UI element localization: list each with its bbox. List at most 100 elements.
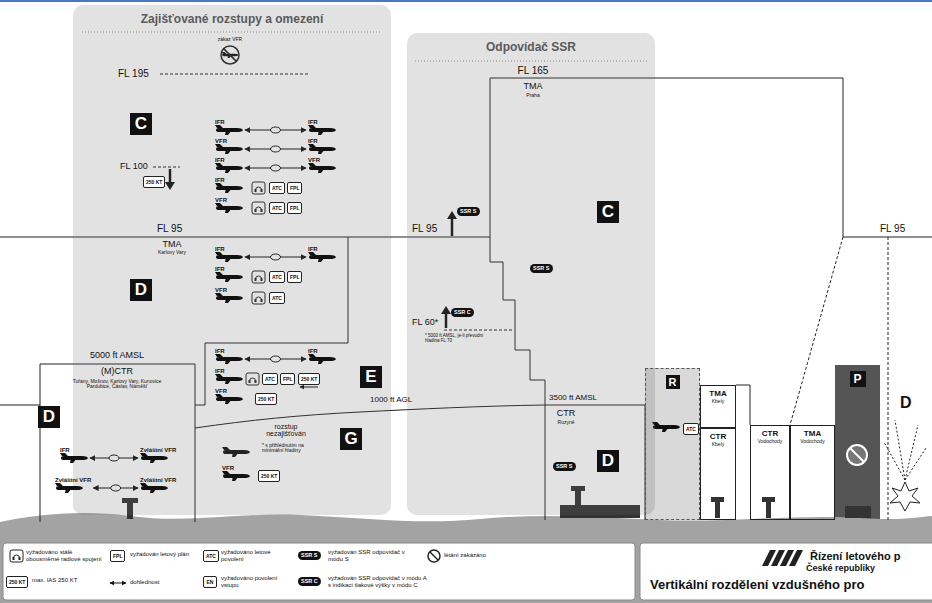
requirement-icon: 250 KT — [255, 393, 277, 405]
airspace-label: FL 100 — [120, 162, 148, 171]
diagram-title: Vertikální rozdělení vzdušného pro — [650, 578, 865, 592]
aircraft-node: IFR — [308, 348, 336, 364]
airspace-class-letter: D — [130, 279, 152, 301]
aircraft-glyph — [60, 453, 88, 463]
requirement-icon: ATC — [262, 373, 278, 385]
airspace-label: 3500 ft AMSL — [549, 394, 597, 402]
flight-rules-label: IFR — [308, 246, 318, 252]
requirements-panel: Odpovídač SSR C D — [407, 33, 655, 515]
flight-rules-label: IFR — [215, 157, 225, 163]
requirement-icon: FPL — [287, 182, 302, 194]
aircraft-glyph — [308, 163, 336, 173]
aircraft-shape — [60, 453, 88, 463]
panel-heading: Zajišťované rozstupy a omezení — [73, 5, 391, 26]
airspace-name: CTR — [701, 433, 735, 441]
flight-rules-label: IFR — [308, 138, 318, 144]
airspace-class-box: C — [597, 201, 619, 223]
airspace-label: FL 95 — [412, 224, 437, 235]
aircraft-node: IFR — [215, 157, 243, 173]
airspace-class-box: C — [130, 113, 152, 135]
flight-rules-label: IFR — [215, 348, 225, 354]
legend-text: vyžadován SSR odpovídač v módu A s indik… — [328, 575, 428, 589]
requirement-icon: FPL — [287, 271, 302, 283]
airspace-label: FL 95 — [157, 224, 182, 235]
legend-visibility-arrow — [110, 583, 126, 584]
aircraft-glyph — [215, 183, 243, 193]
aircraft-node: VFR — [215, 388, 243, 404]
title-box-frame — [640, 543, 932, 600]
flight-rules-label: Zvláštní VFR — [140, 477, 176, 483]
requirement-icon: ATC — [269, 292, 285, 304]
prohibited-column — [835, 365, 880, 525]
requirement-icon: FPL — [280, 373, 295, 385]
aircraft-node: IFR — [215, 246, 243, 262]
airspace-name: TMA — [701, 390, 735, 398]
airspace-box: TMAVodochody — [790, 425, 835, 520]
airspace-label: Tuřany, Mošnov, Karlovy Vary, Kunovice P… — [62, 379, 172, 390]
flight-rules-label: IFR — [308, 348, 318, 354]
legend-text: vyžadován letový plán — [130, 551, 200, 558]
airspace-label: (M)CTR — [101, 367, 133, 376]
aircraft-glyph — [215, 394, 243, 404]
aircraft-shape — [215, 144, 243, 154]
organisation-name: Řízení letového p — [810, 550, 900, 562]
legend-text: dohlednost — [130, 579, 190, 586]
aircraft-glyph — [215, 144, 243, 154]
requirement-icon: ATC — [269, 271, 285, 283]
legend-text: max. IAS 250 KT — [32, 577, 102, 584]
aircraft-node: IFR — [215, 348, 243, 364]
aircraft-node: IFR — [215, 368, 243, 384]
prohibited-area: P — [835, 365, 880, 520]
airspace-box: CTRVodochody — [750, 425, 790, 520]
transponder-icon: SSR S — [530, 264, 553, 273]
airspace-class-box: D — [597, 450, 619, 472]
airspace-label: Praha — [526, 93, 539, 98]
aircraft-shape — [308, 252, 336, 262]
airspace-class-letter: C — [130, 113, 152, 135]
legend-text: vyžadován SSR odpovídač v módu S — [328, 549, 420, 563]
flight-rules-label: VFR — [308, 157, 320, 163]
aircraft-shape — [215, 293, 243, 303]
airspace-label: FL 60* — [412, 318, 438, 327]
requirement-icon: ATC — [203, 550, 219, 562]
aircraft-glyph — [215, 252, 243, 262]
airspace-label: 1000 ft AGL — [370, 396, 412, 404]
area-letter: R — [666, 375, 680, 389]
requirement-icon: FPL — [110, 550, 125, 562]
airspace-label: 5000 ft AMSL — [90, 351, 144, 360]
aircraft-shape — [215, 394, 243, 404]
flight-rules-label: VFR — [215, 197, 227, 203]
legend-text: vyžadováno stálé obousměrné radiové spoj… — [26, 549, 106, 563]
aircraft-glyph — [140, 453, 168, 463]
flight-rules-label: Zvláštní VFR — [55, 477, 91, 483]
aircraft-glyph — [308, 125, 336, 135]
aircraft-glyph — [222, 471, 250, 481]
flight-rules-label: IFR — [215, 119, 225, 125]
legend-text: létání zakázáno — [444, 552, 514, 559]
airspace-class-letter: G — [340, 428, 362, 450]
aircraft-glyph — [308, 354, 336, 364]
requirement-icon: ATC — [683, 423, 699, 435]
flight-rules-label: VFR — [215, 388, 227, 394]
aircraft-glyph — [215, 374, 243, 384]
airspace-label: FL 165 — [518, 66, 549, 77]
requirement-icon: FPL — [287, 202, 302, 214]
aircraft-node: VFR — [215, 287, 243, 303]
aircraft-shape — [55, 483, 83, 493]
airspace-class-box: D — [130, 279, 152, 301]
aircraft-shape — [308, 163, 336, 173]
aircraft-shape — [308, 354, 336, 364]
transponder-icon: SSR S — [298, 551, 321, 560]
legend-no-entry-icon — [428, 550, 440, 562]
aircraft-shape — [215, 374, 243, 384]
panel-heading: Odpovídač SSR — [407, 33, 655, 54]
airspace-label: Ruzyně — [558, 420, 575, 425]
legend-box — [3, 543, 635, 600]
aircraft-glyph — [215, 272, 243, 282]
aircraft-shape — [215, 203, 243, 213]
aircraft-shape — [215, 354, 243, 364]
airspace-label: CTR — [557, 409, 576, 418]
airspace-name: TMA — [791, 430, 834, 438]
aircraft-shape — [215, 252, 243, 262]
aircraft-node: Zvláštní VFR — [55, 477, 91, 493]
